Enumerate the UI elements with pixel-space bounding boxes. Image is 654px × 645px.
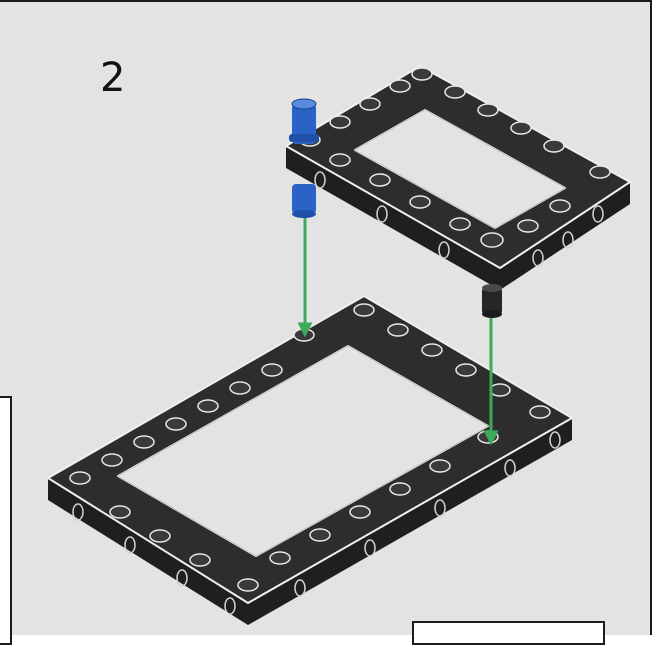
large-frame-top	[48, 296, 572, 603]
connector-pin	[482, 284, 502, 318]
large-liftarm-frame	[48, 296, 572, 625]
small-liftarm-frame	[286, 66, 630, 290]
